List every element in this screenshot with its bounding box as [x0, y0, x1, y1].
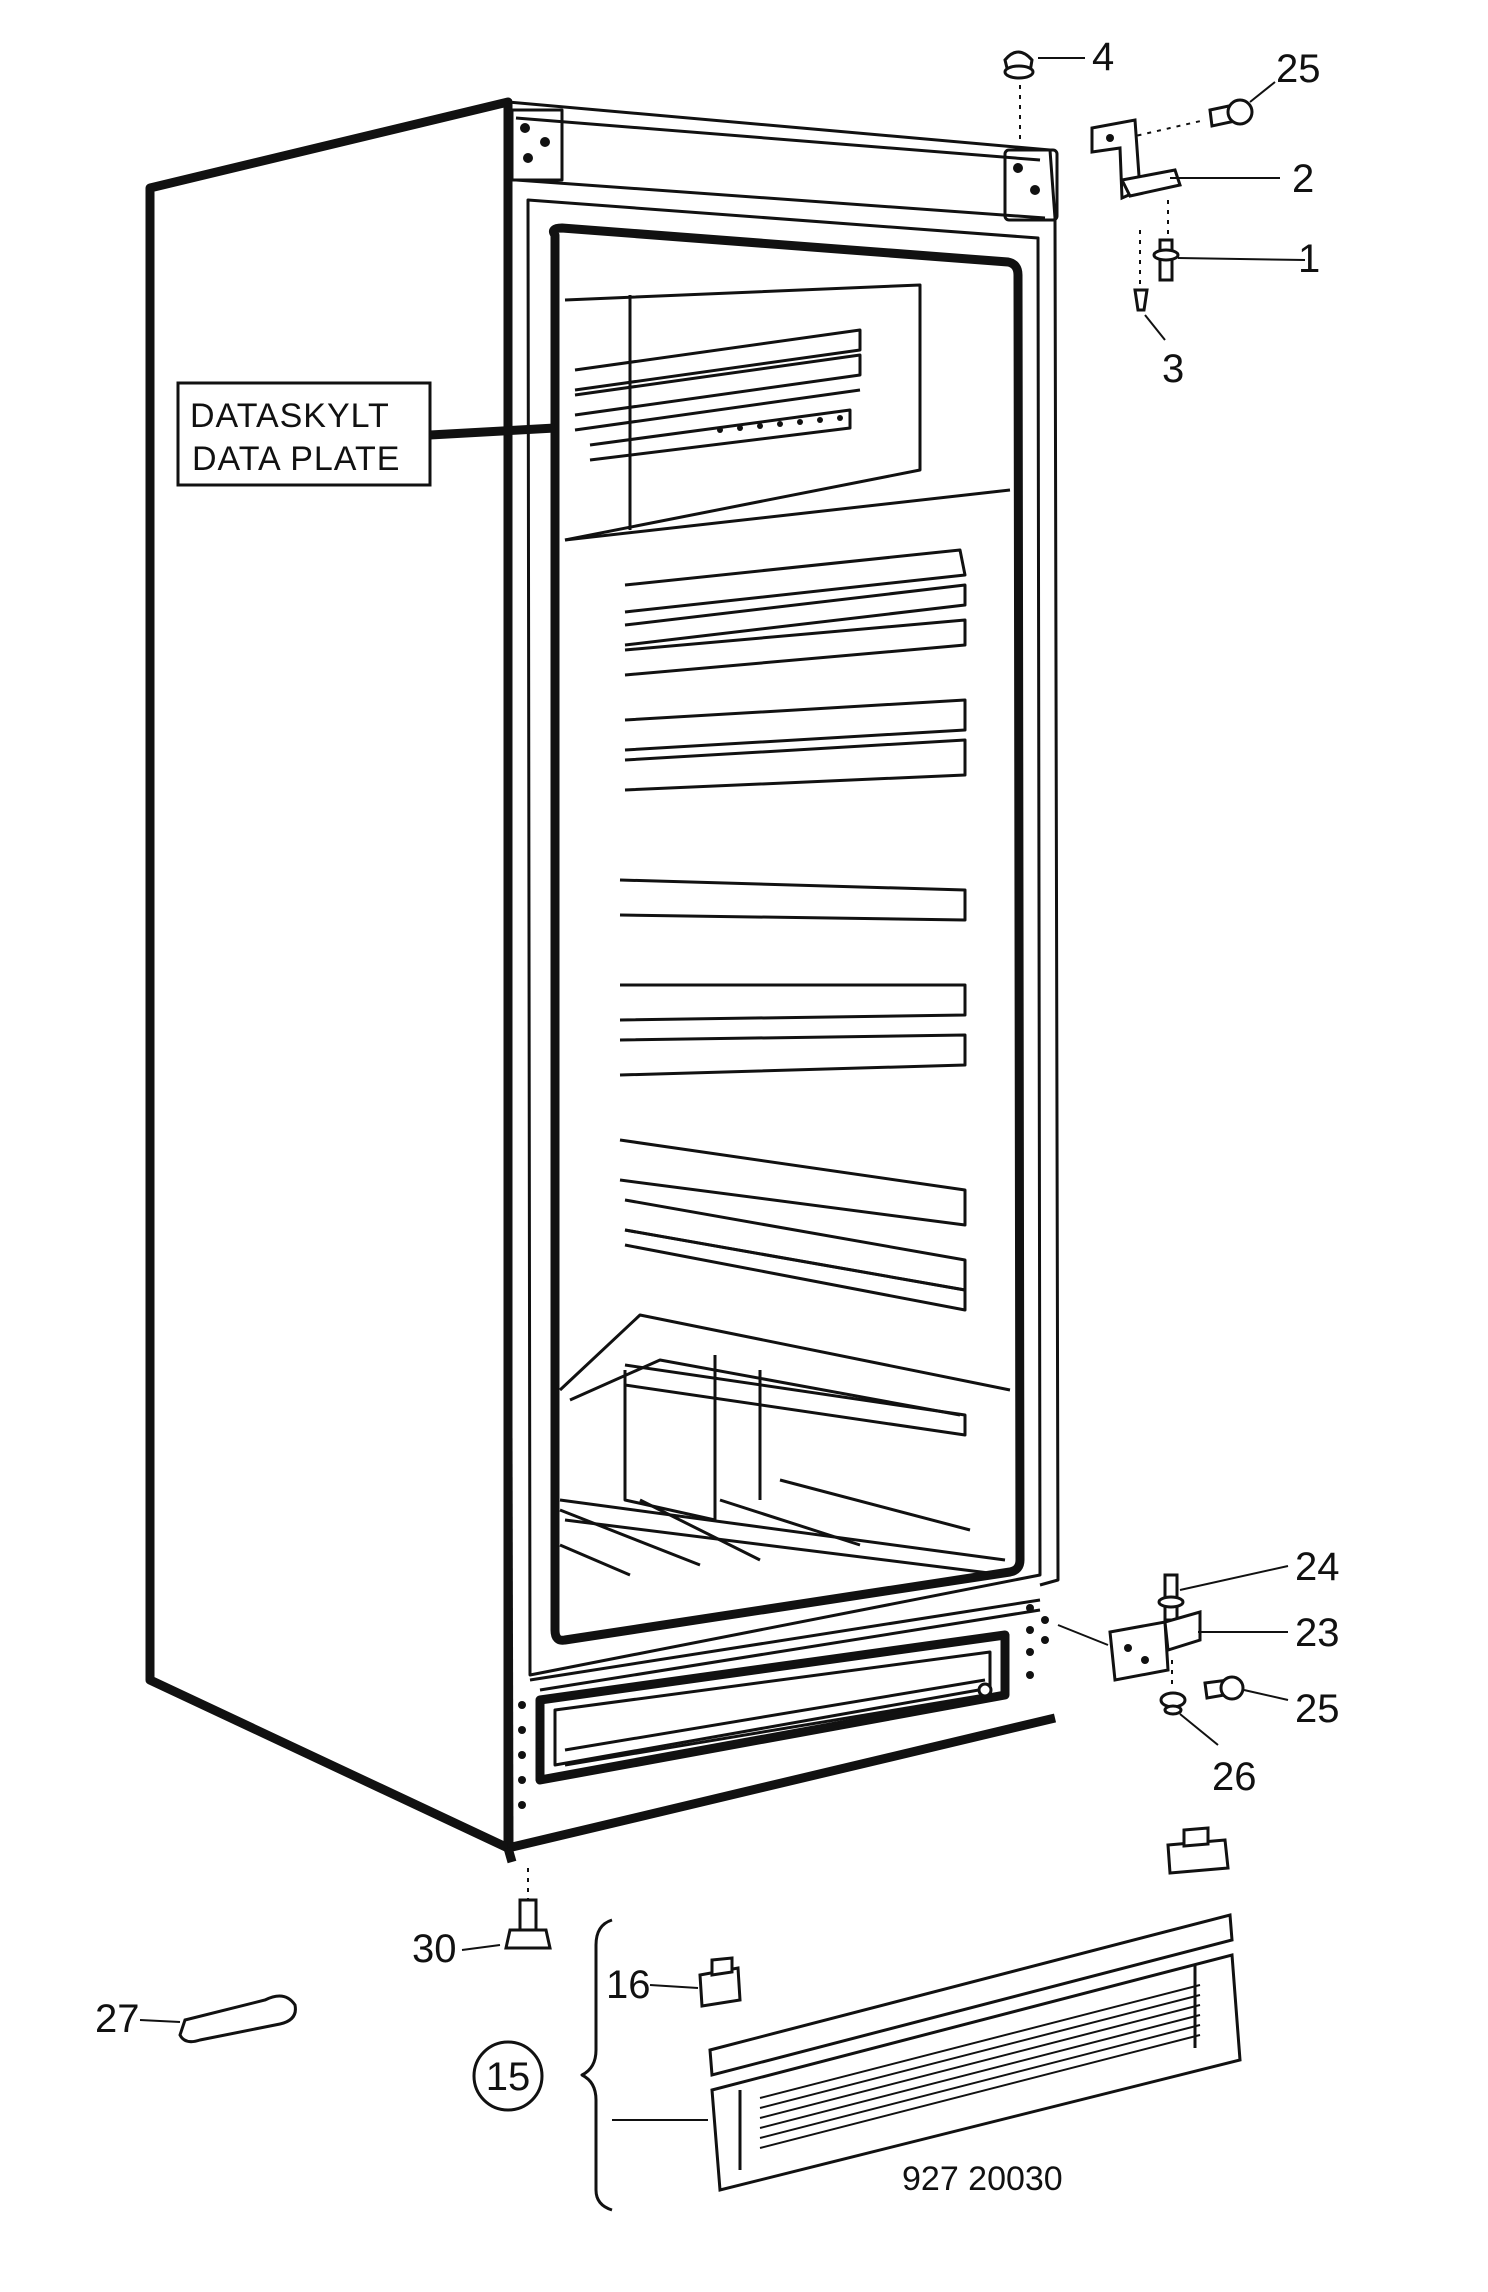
part-3-screw: 3: [1133, 230, 1184, 391]
cabinet-front-right-edge: [1039, 217, 1060, 1587]
callout-1: 1: [1298, 237, 1320, 281]
part-30-adjustable-foot: 30: [412, 1868, 552, 1971]
freezer-scale-marks: [717, 415, 843, 433]
document-number: 927 20030: [902, 2160, 1063, 2198]
part-15-group-bracket: 15: [472, 1918, 708, 2212]
frame-mounting-holes-left: [518, 1701, 544, 1809]
upper-clip: [1166, 1826, 1230, 1875]
data-plate-label-english: DATA PLATE: [192, 440, 400, 478]
part-24-hinge-pin: 24: [1157, 1545, 1340, 1622]
callout-25-top: 25: [1276, 47, 1321, 91]
cabinet-liner: [526, 198, 1042, 1785]
part-16-clip: 16: [606, 1956, 742, 2008]
cabinet-top-edge: [507, 100, 1057, 219]
part-25-bottom-screw: 25: [1203, 1675, 1340, 1731]
callout-15-circle: [472, 2040, 544, 2112]
callout-24: 24: [1295, 1545, 1340, 1589]
part-4-hinge-cap: 4: [1003, 35, 1114, 145]
part-1-hinge-pin: 1: [1152, 200, 1320, 282]
part-27-wrench: 27: [95, 1994, 297, 2044]
callout-27: 27: [95, 1997, 140, 2041]
part-26-washer: 26: [1159, 1660, 1257, 1799]
callout-25-bottom: 25: [1295, 1687, 1340, 1731]
callout-23: 23: [1295, 1611, 1340, 1655]
callout-2: 2: [1292, 157, 1314, 201]
part-23-bottom-hinge: 23: [1057, 1610, 1340, 1682]
shelf-rails: [619, 548, 967, 1437]
cabinet-side-panel: [145, 97, 513, 1853]
part-2-top-hinge-bracket: 2: [1090, 118, 1314, 201]
callout-3: 3: [1162, 347, 1184, 391]
frame-mounting-holes-right: [1026, 1604, 1049, 1679]
refrigerator-cabinet: [145, 97, 1060, 1864]
data-plate-label-swedish: DATASKYLT: [190, 397, 390, 435]
callout-30: 30: [412, 1927, 457, 1971]
callout-4: 4: [1092, 35, 1114, 79]
data-plate-leader: [429, 423, 556, 440]
data-plate-callout: DATASKYLT DATA PLATE: [176, 381, 556, 487]
part-15-kickplate-grille: [708, 1913, 1242, 2192]
part-25-top-screw: 25: [1117, 47, 1321, 141]
callout-16: 16: [606, 1963, 651, 2007]
callout-26: 26: [1212, 1755, 1257, 1799]
callout-15: 15: [486, 2055, 531, 2099]
